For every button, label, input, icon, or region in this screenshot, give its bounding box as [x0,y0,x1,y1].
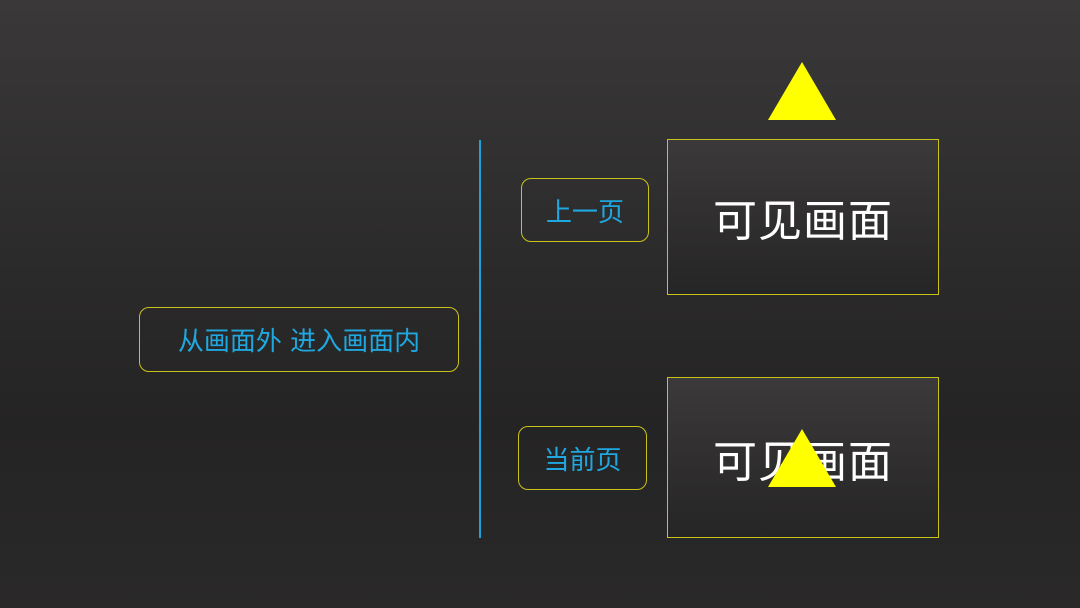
triangle-shape-inside [768,429,836,487]
previous-page-text: 上一页 [545,197,624,228]
triangle-shape-outside [768,62,836,120]
current-page-label: 当前页 [518,426,647,490]
current-page-text: 当前页 [543,445,622,476]
previous-page-label: 上一页 [521,178,649,242]
enter-from-outside-label: 从画面外 进入画面内 [139,307,459,372]
visible-area-text-previous: 可见画面 [713,196,893,247]
enter-from-outside-text: 从画面外 进入画面内 [177,327,421,357]
vertical-divider [479,140,481,538]
visible-area-box-previous: 可见画面 [667,139,939,295]
